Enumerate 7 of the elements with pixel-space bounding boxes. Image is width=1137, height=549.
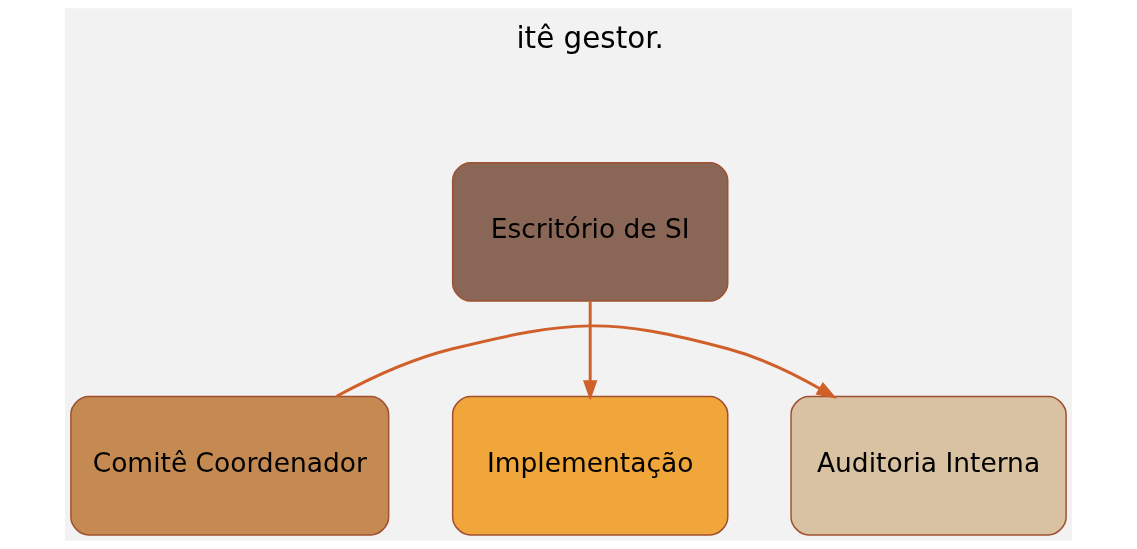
node-box: Implementação [451,395,729,536]
arrow [335,324,837,399]
label: itê gestor. [516,20,664,55]
node-box: Auditoria Interna [790,395,1067,536]
arrow [582,301,598,401]
node-box: Comitê Coordenador [70,395,390,536]
node-box: Escritório de SI [451,161,729,302]
